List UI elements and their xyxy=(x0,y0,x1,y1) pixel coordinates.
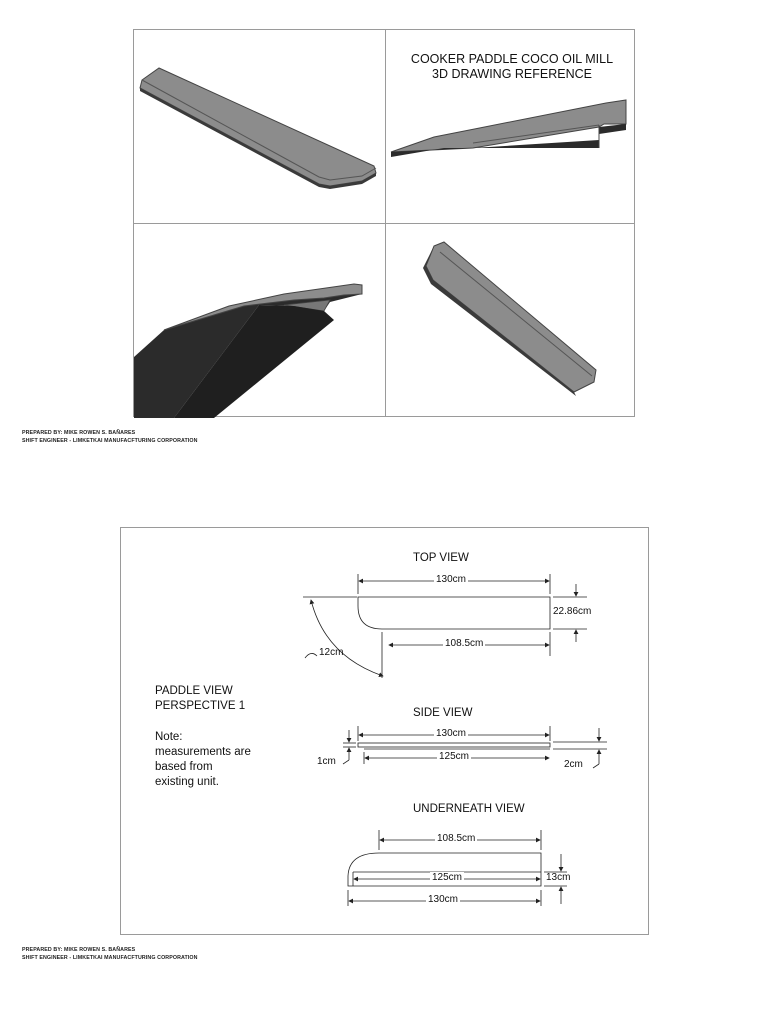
side-view-thickness-right-label: 2cm xyxy=(564,759,583,770)
position-text-2: SHIFT ENGINEER - LIMKETKAI MANUFACFTURIN… xyxy=(22,955,198,961)
note-title: Note: xyxy=(155,731,183,743)
side-view-inner-length-label: 125cm xyxy=(437,751,472,762)
note-block: Note: measurements are based from existi… xyxy=(155,730,251,790)
paddle-render-side xyxy=(390,99,627,157)
reference-title-line2: 3D DRAWING REFERENCE xyxy=(432,67,592,81)
underneath-bottom-length-label: 130cm xyxy=(426,894,461,905)
perspective-label: PADDLE VIEW PERSPECTIVE 1 xyxy=(155,684,245,714)
3d-reference-panel: COOKER PADDLE COCO OIL MILL 3D DRAWING R… xyxy=(133,29,635,418)
top-view-width-label: 22.86cm xyxy=(553,606,592,617)
side-view-length-label: 130cm xyxy=(434,728,469,739)
credits-block-2: PREPARED BY: MIKE ROWEN S. BAÑARES SHIFT… xyxy=(22,946,198,962)
paddle-dimension-drawing: PADDLE VIEW PERSPECTIVE 1 Note: measurem… xyxy=(120,527,649,935)
reference-title: COOKER PADDLE COCO OIL MILL 3D DRAWING R… xyxy=(392,52,632,82)
paddle-render-closeup xyxy=(134,283,363,418)
note-line1: measurements are xyxy=(155,746,251,758)
top-view-radius-label: 12cm xyxy=(319,647,344,658)
underneath-mid-length-label: 125cm xyxy=(430,872,465,883)
note-line3: existing unit. xyxy=(155,776,219,788)
perspective-line1: PADDLE VIEW xyxy=(155,685,233,697)
top-view-title: TOP VIEW xyxy=(413,552,469,564)
note-line2: based from xyxy=(155,761,213,773)
panel-divider-horizontal xyxy=(134,223,634,224)
underneath-top-length-label: 108.5cm xyxy=(435,833,478,844)
paddle-render-iso-1 xyxy=(139,67,377,189)
prepared-by-text: PREPARED BY: MIKE ROWEN S. BAÑARES xyxy=(22,430,136,436)
credits-block-1: PREPARED BY: MIKE ROWEN S. BAÑARES SHIFT… xyxy=(22,429,198,445)
top-view-inner-length-label: 108.5cm xyxy=(443,638,486,649)
reference-title-line1: COOKER PADDLE COCO OIL MILL xyxy=(410,52,614,66)
perspective-line2: PERSPECTIVE 1 xyxy=(155,700,246,712)
paddle-render-iso-2 xyxy=(423,241,597,396)
side-view-title: SIDE VIEW xyxy=(413,707,473,719)
prepared-by-text-2: PREPARED BY: MIKE ROWEN S. BAÑARES xyxy=(22,947,136,953)
top-view-length-label: 130cm xyxy=(434,574,469,585)
position-text: SHIFT ENGINEER - LIMKETKAI MANUFACFTURIN… xyxy=(22,438,198,444)
underneath-height-label: 13cm xyxy=(546,872,571,883)
side-view-thickness-left-label: 1cm xyxy=(317,756,336,767)
underneath-view-title: UNDERNEATH VIEW xyxy=(413,803,525,815)
paddle-3d-renders xyxy=(134,67,627,418)
